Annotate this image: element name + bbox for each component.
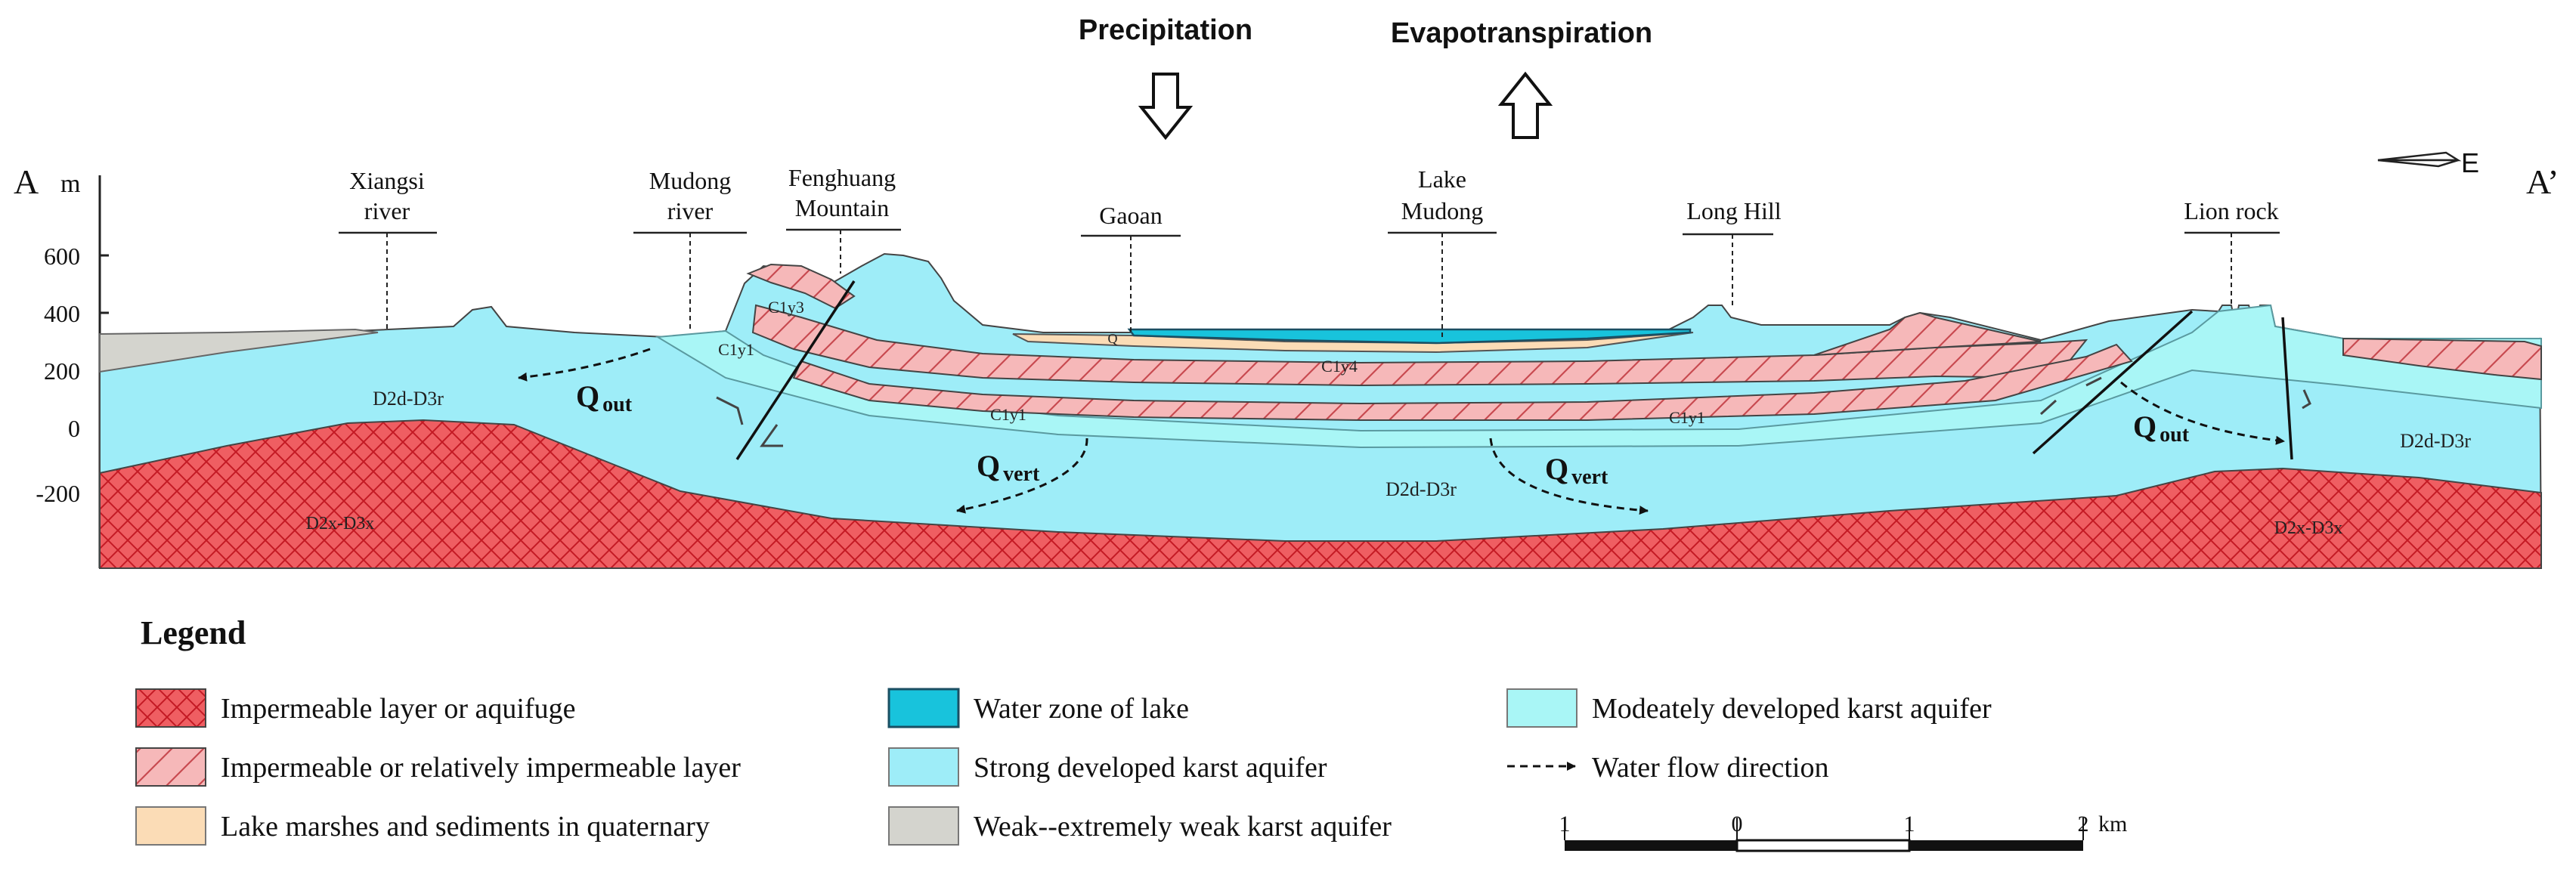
place-xiangsi-line1: Xiangsi: [349, 167, 425, 194]
legend-swatch-aquifuge: [135, 688, 206, 728]
place-lion-rock: Lion rock: [2184, 197, 2278, 224]
place-fenghuang-line1: Fenghuang: [788, 164, 896, 191]
legend-item-label: Modeately developed karst aquifer: [1592, 693, 1992, 725]
axis-tick-label: 0: [68, 415, 80, 442]
flow-arrow-west-out: [518, 348, 651, 382]
flow-arrow-center-west: [956, 438, 1088, 514]
strata-c1y1-east: C1y1: [1669, 408, 1705, 427]
section-start-label: A: [14, 162, 39, 201]
fault-motion-icon: [2302, 389, 2311, 410]
legend-item-label: Strong developed karst aquifer: [974, 752, 1327, 784]
axis-tick-label: 400: [44, 300, 80, 327]
legend-item-label: Water zone of lake: [974, 693, 1189, 725]
impermeable-layer-east: [2342, 337, 2542, 381]
strata-c1y4: C1y4: [1321, 357, 1358, 376]
legend-swatch-weak-karst: [888, 806, 959, 846]
strata-d2d-west: D2d-D3r: [373, 388, 444, 410]
axis-unit-label: m: [60, 170, 80, 198]
precipitation-arrow-icon: [1138, 73, 1194, 141]
legend-item-label: Impermeable layer or aquifuge: [221, 693, 576, 725]
place-long-hill: Long Hill: [1686, 197, 1781, 224]
fault-motion-icon: [716, 396, 744, 425]
impermeable-layer-lower-band: [792, 343, 2133, 421]
legend-swatch-sediment: [135, 806, 206, 846]
axis-tick-label: -200: [36, 480, 80, 507]
legend-swatch-strong-karst: [888, 747, 959, 787]
legend-item-label: Weak--extremely weak karst aquifer: [974, 811, 1392, 843]
strata-c1y3: C1y3: [768, 298, 804, 317]
strata-d2d-east: D2d-D3r: [2400, 430, 2471, 452]
fault-motion-icon: [760, 424, 783, 447]
place-fenghuang-line2: Mountain: [795, 194, 889, 221]
flow-arrow-east-out: [2120, 381, 2285, 445]
legend: Legend Impermeable layer or aquifuge Imp…: [135, 614, 1992, 846]
evapotranspiration-label: Evapotranspiration: [1391, 17, 1652, 49]
scale-bar-segment: [1565, 840, 1737, 851]
section-end-label: A’: [2526, 162, 2559, 201]
scale-unit: km: [2098, 812, 2127, 836]
weak-karst-aquifer-zone: [99, 328, 379, 373]
axis-tick-label: 600: [44, 243, 80, 270]
strata-labels: C1y3 C1y1 C1y4 C1y1 C1y1 Q D2d-D3r D2d-D…: [306, 298, 2472, 538]
fault-line-east-a: [2032, 310, 2194, 455]
place-labels: Xiangsi river Mudong river Fenghuang Mou…: [339, 164, 2280, 340]
fault-motion-icon: [2039, 376, 2102, 416]
place-lake-line2: Mudong: [1401, 197, 1483, 224]
legend-title: Legend: [141, 614, 246, 651]
legend-item-label: Impermeable or relatively impermeable la…: [221, 752, 741, 784]
flow-arrow-center-east: [1489, 438, 1649, 515]
strata-d2x-east: D2x-D3x: [2274, 518, 2343, 538]
precipitation-label: Precipitation: [1079, 14, 1252, 46]
scale-bar-segment: [1909, 840, 2083, 851]
impermeable-layer-ridge: [1813, 311, 2042, 356]
climate-inputs: Precipitation Evapotranspiration: [1079, 14, 1652, 141]
strata-q: Q: [1108, 331, 1118, 346]
axis-tick-label: 200: [44, 357, 80, 385]
scale-bar-segment: [1735, 839, 1911, 852]
fault-lines: [716, 280, 2311, 460]
cross-section: [99, 252, 2543, 569]
place-xiangsi-line2: river: [364, 197, 410, 224]
strata-c1y1-mid: C1y1: [990, 405, 1026, 424]
legend-swatch-impermeable: [135, 747, 206, 787]
scale-bar: 1 0 1 2 km: [1559, 812, 2127, 852]
east-direction-icon: [2377, 151, 2462, 168]
legend-item-label: Water flow direction: [1592, 752, 1828, 784]
strata-d2x-west: D2x-D3x: [306, 514, 375, 533]
legend-swatch-lake-water: [887, 688, 960, 728]
place-mudong-river-line2: river: [667, 197, 714, 224]
legend-swatch-moderate-karst: [1506, 688, 1577, 728]
impermeable-aquifuge-base: [99, 419, 2542, 569]
lake-water-zone: [1127, 328, 1692, 345]
legend-item-label: Lake marshes and sediments in quaternary: [221, 811, 710, 843]
fault-line-west: [735, 280, 856, 460]
strata-c1y1-west: C1y1: [718, 340, 754, 359]
east-label: E: [2461, 147, 2479, 178]
strata-d2d-center: D2d-D3r: [1386, 478, 1457, 500]
place-mudong-river-line1: Mudong: [649, 167, 731, 194]
place-lake-line1: Lake: [1418, 165, 1466, 193]
evapotranspiration-arrow-icon: [1497, 71, 1553, 139]
place-gaoan: Gaoan: [1099, 202, 1163, 229]
fault-line-east-b: [2281, 317, 2293, 460]
impermeable-layer-c1y3: [746, 263, 856, 310]
